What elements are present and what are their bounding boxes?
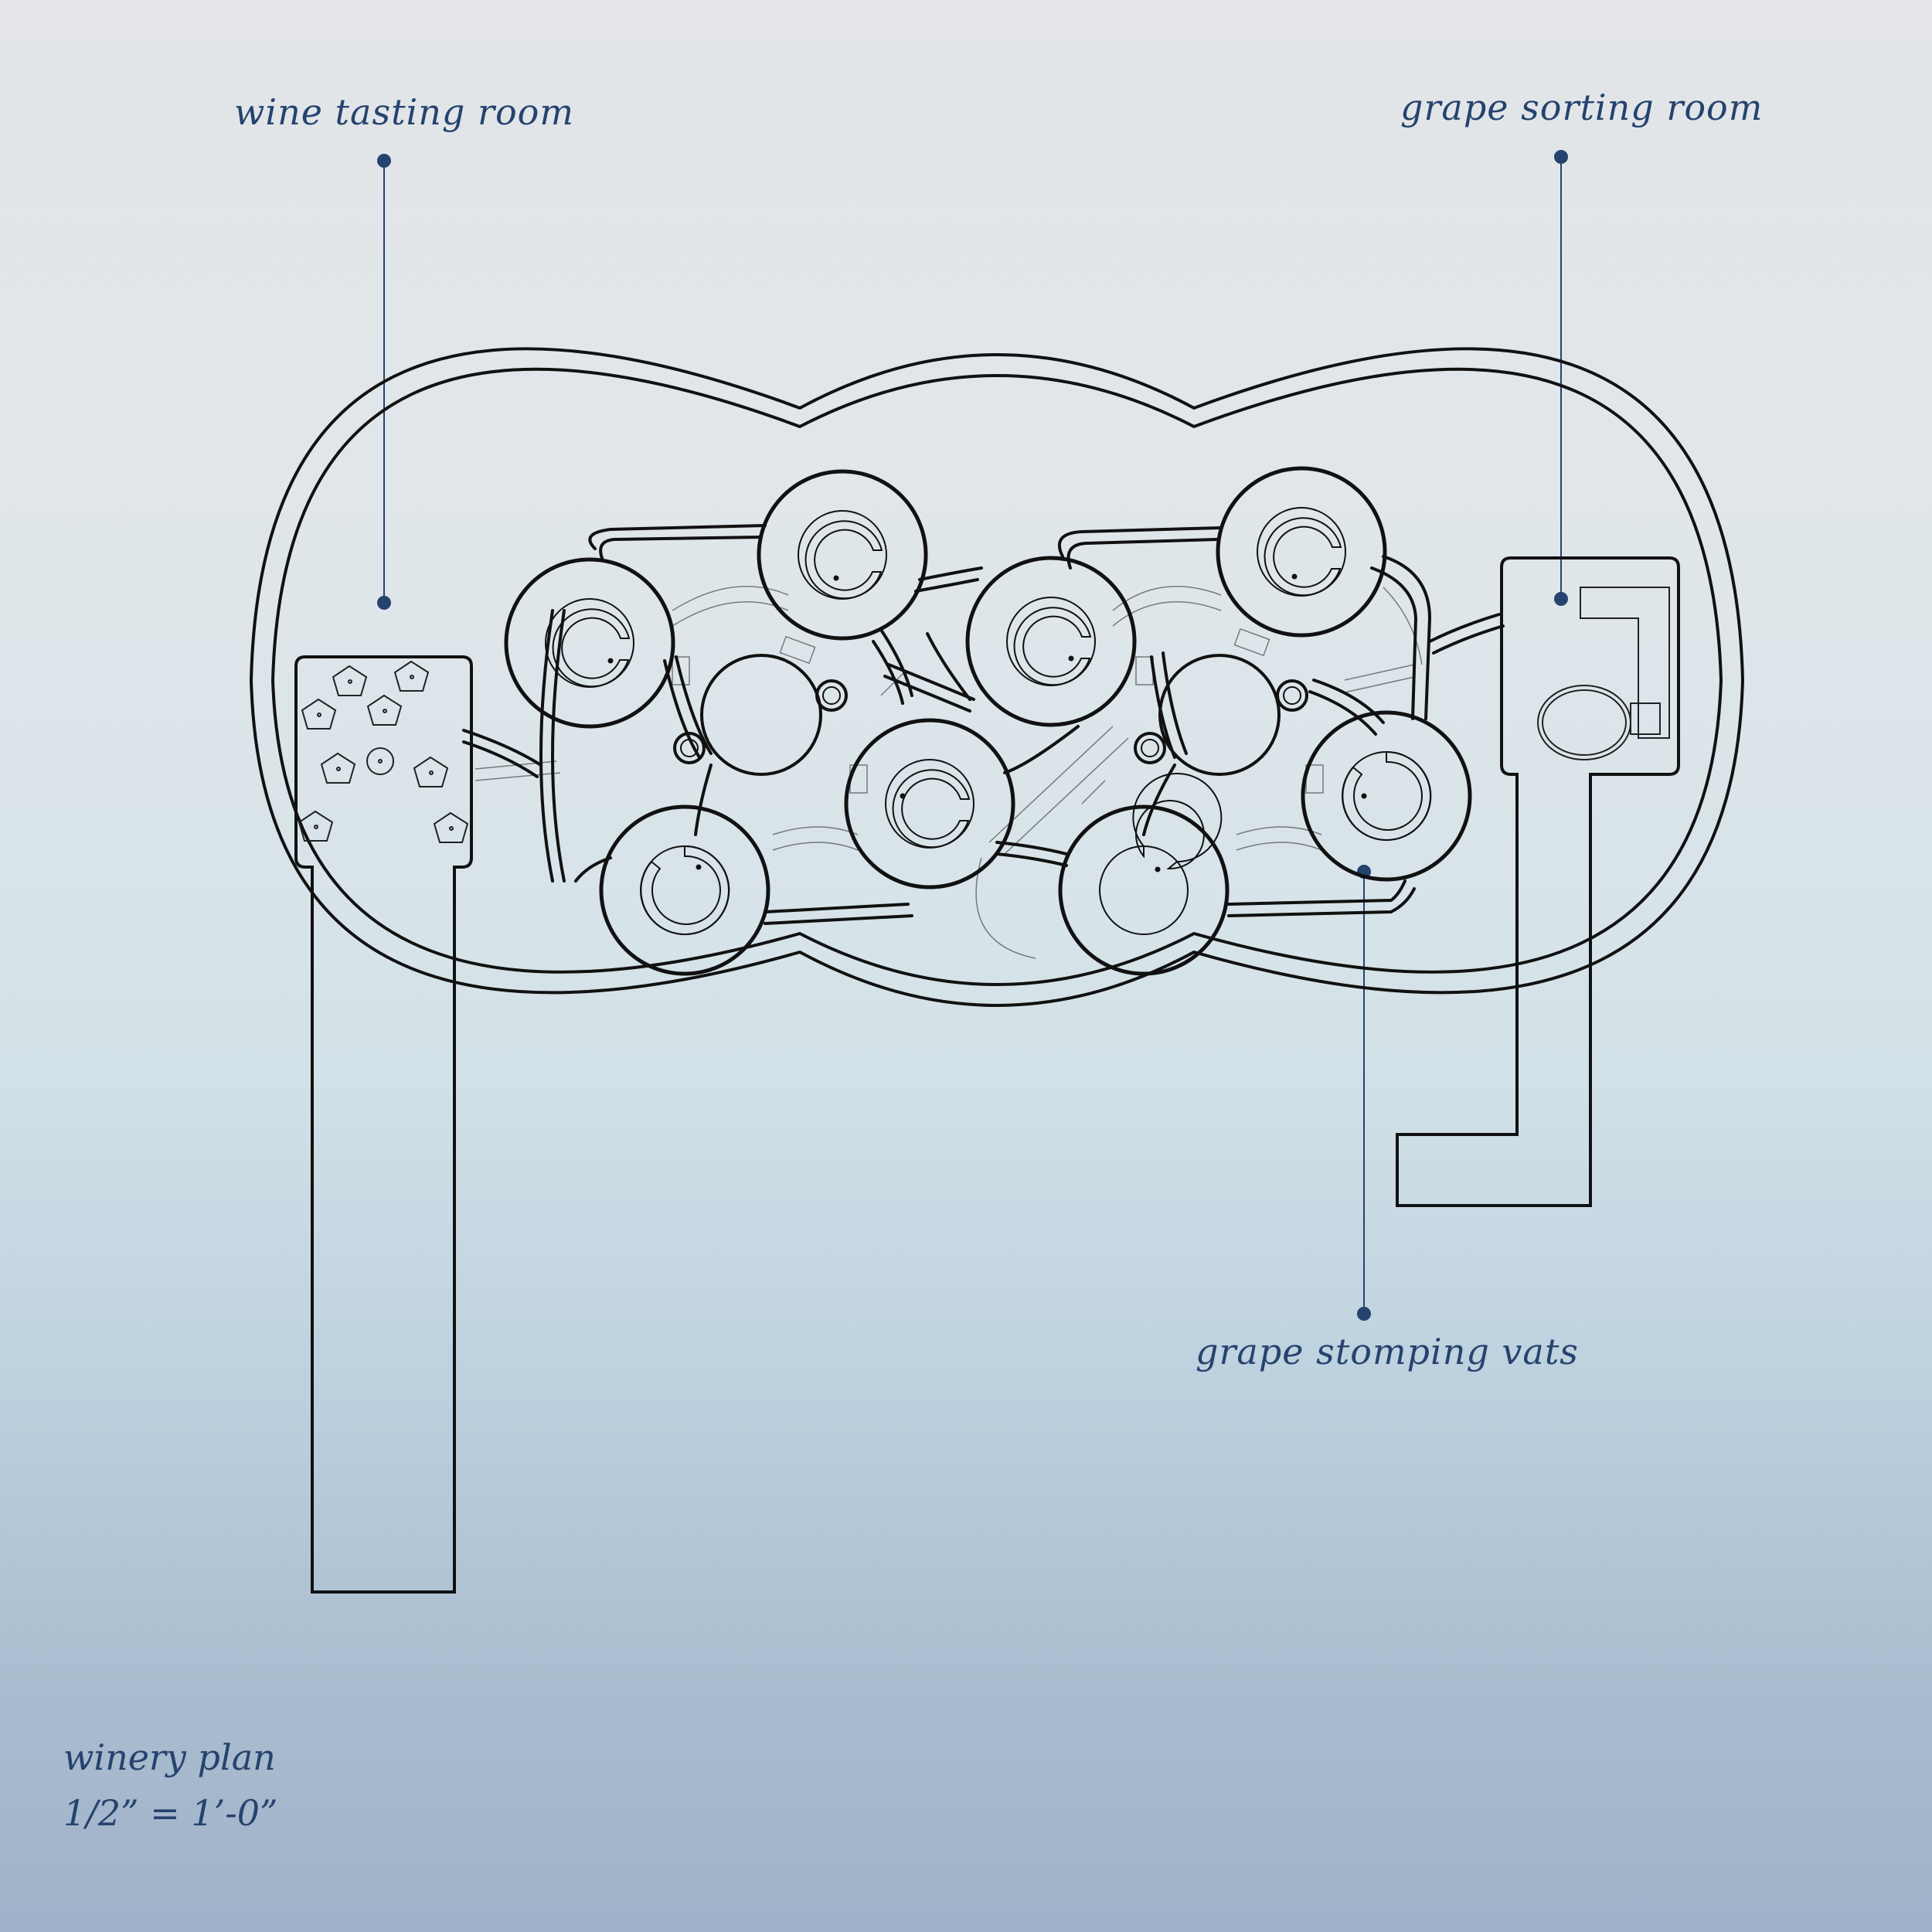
wine-tasting-room <box>294 655 473 1594</box>
leader-dot-sorting-bottom <box>1554 592 1568 606</box>
grape-stomping-vats <box>504 466 1472 976</box>
annotation-leaders <box>377 150 1568 1321</box>
vat-1 <box>757 469 928 641</box>
sorting-room-wall <box>1396 556 1680 1207</box>
tasting-room-wall <box>294 655 473 1594</box>
vat-5 <box>844 718 1015 889</box>
vat-2 <box>504 557 675 729</box>
label-grape-stomping-vats: grape stomping vats <box>1196 1331 1579 1372</box>
plan-caption: winery plan 1/2” = 1’-0” <box>63 1730 278 1841</box>
plan-title: winery plan <box>63 1736 276 1778</box>
tasting-tables <box>298 660 469 843</box>
sorting-equipment <box>1537 587 1670 760</box>
outer-walls <box>250 347 1744 1007</box>
vat-6 <box>1301 710 1472 882</box>
leader-dot-tasting-top <box>377 154 391 168</box>
grape-sorting-room <box>1396 556 1680 1207</box>
label-grape-sorting-room: grape sorting room <box>1400 87 1764 128</box>
vat-7 <box>599 804 770 976</box>
junction-rooms <box>673 654 1308 776</box>
leader-dot-tasting-bottom <box>377 596 391 610</box>
plan-scale: 1/2” = 1’-0” <box>63 1792 278 1834</box>
leader-dot-vats-bottom <box>1357 1307 1371 1321</box>
vat-4 <box>1216 466 1387 638</box>
label-wine-tasting-room: wine tasting room <box>234 91 574 133</box>
leader-dot-sorting-top <box>1554 150 1568 164</box>
vat-8 <box>1058 773 1230 976</box>
vat-3 <box>965 556 1137 727</box>
